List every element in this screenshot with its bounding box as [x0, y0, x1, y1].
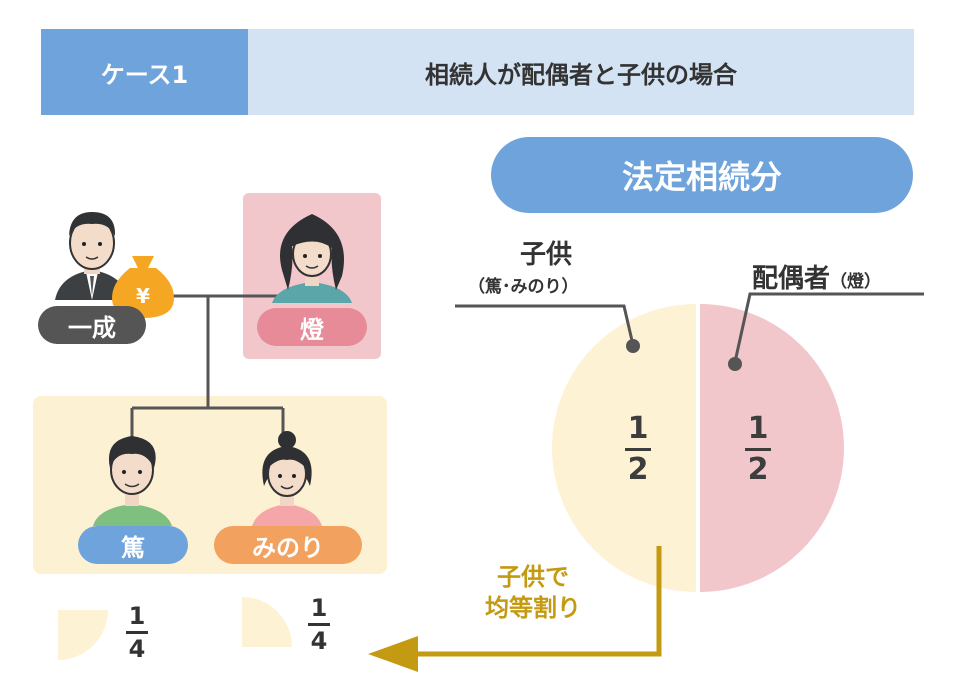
- child2-share-fraction: 1 4: [306, 596, 332, 653]
- child2-share-num: 1: [310, 594, 328, 622]
- page-title: 相続人が配偶者と子供の場合: [248, 29, 914, 115]
- svg-text:¥: ¥: [136, 284, 150, 308]
- deceased-avatar: [55, 212, 128, 300]
- spouse-pie-sublabel: （燈）: [830, 272, 882, 292]
- spouse-label: 燈: [257, 308, 367, 346]
- deceased-label: 一成: [38, 306, 146, 344]
- child2-share-den: 4: [310, 627, 328, 655]
- children-sublabel: （篤･みのり）: [468, 277, 579, 297]
- child1-avatar: [93, 436, 172, 526]
- children-fraction: 1 2: [621, 414, 655, 485]
- spouse-pie-label-main: 配偶者: [752, 264, 831, 294]
- spouse-fraction-num: 1: [747, 411, 769, 446]
- split-arrow: [368, 546, 662, 672]
- children-fraction-num: 1: [627, 411, 649, 446]
- pie-title: 法定相続分: [491, 137, 913, 213]
- child1-label: 篤: [78, 526, 188, 564]
- child1-share-icon: [58, 610, 108, 660]
- child1-share-fraction: 1 4: [124, 604, 150, 661]
- arrow-caption-line2: 均等割り: [485, 594, 581, 623]
- spouse-fraction: 1 2: [741, 414, 775, 485]
- child2-label: みのり: [214, 526, 362, 564]
- children-label: 子供: [520, 240, 573, 270]
- child2-share-icon: [242, 597, 292, 647]
- arrow-caption: 子供で 均等割り: [458, 562, 608, 624]
- arrow-caption-line1: 子供で: [497, 563, 569, 591]
- spouse-fraction-den: 2: [747, 452, 769, 487]
- leader-dot-children: [626, 339, 640, 353]
- leader-dot-spouse: [728, 357, 742, 371]
- pie-leader-lines: [455, 292, 924, 363]
- spouse-avatar: [272, 214, 352, 303]
- spouse-pie-label: 配偶者（燈）: [752, 258, 881, 295]
- children-fraction-den: 2: [627, 452, 649, 487]
- child1-share-num: 1: [128, 602, 146, 630]
- child2-avatar: [252, 431, 322, 526]
- child1-share-den: 4: [128, 635, 146, 663]
- money-bag-icon: ¥: [112, 256, 174, 318]
- pie-slice-spouse: [700, 304, 844, 592]
- pie-slice-children: [552, 304, 696, 592]
- case-label: ケース1: [41, 29, 248, 115]
